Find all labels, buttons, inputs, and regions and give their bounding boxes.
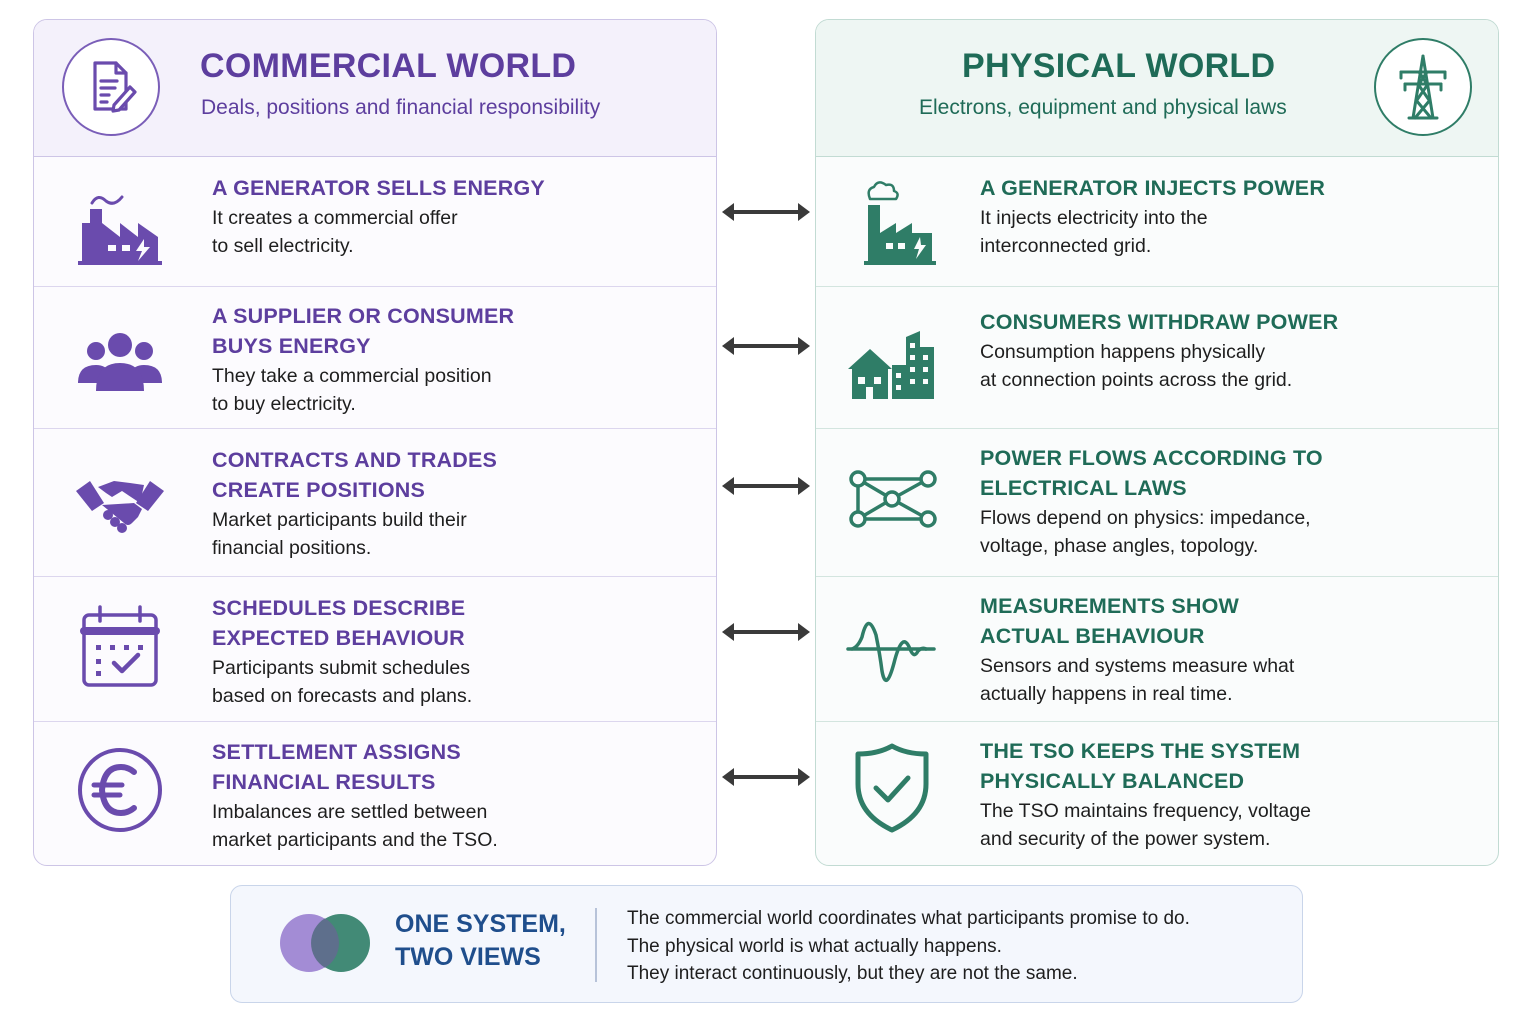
- handshake-icon: [72, 453, 168, 549]
- footer-title: ONE SYSTEM, TWO VIEWS: [395, 910, 566, 971]
- row-description: It injects electricity into the intercon…: [980, 207, 1208, 257]
- network-icon: [844, 455, 940, 551]
- commercial-title: COMMERCIAL WORLD: [200, 47, 577, 85]
- double-arrow-icon: [722, 337, 810, 355]
- footer-divider: [595, 908, 597, 982]
- calendar-check-icon: [72, 601, 168, 697]
- commercial-subtitle: Deals, positions and financial responsib…: [201, 96, 601, 119]
- row-description: Imbalances are settled between market pa…: [212, 801, 498, 851]
- summary-footer: ONE SYSTEM, TWO VIEWS The commercial wor…: [230, 885, 1303, 1003]
- transmission-tower-icon: [1374, 38, 1472, 136]
- factory-icon: [72, 175, 168, 271]
- double-arrow-icon: [722, 203, 810, 221]
- commercial-world-panel: COMMERCIAL WORLD Deals, positions and fi…: [33, 19, 717, 866]
- overlapping-circles-icon: [280, 914, 370, 972]
- row-description: Flows depend on physics: impedance, volt…: [980, 507, 1311, 557]
- physical-world-panel: PHYSICAL WORLD Electrons, equipment and …: [815, 19, 1499, 866]
- row-description: The TSO maintains frequency, voltage and…: [980, 800, 1311, 850]
- row-title: A GENERATOR SELLS ENERGY: [212, 176, 545, 200]
- row-description: Sensors and systems measure what actuall…: [980, 655, 1295, 705]
- buildings-icon: [844, 307, 940, 403]
- commercial-header: COMMERCIAL WORLD Deals, positions and fi…: [34, 20, 716, 157]
- row-description: Consumption happens physically at connec…: [980, 341, 1293, 391]
- row-description: They take a commercial position to buy e…: [212, 365, 492, 415]
- waveform-icon: [844, 601, 940, 697]
- footer-text: The commercial world coordinates what pa…: [627, 908, 1190, 984]
- document-pen-icon: [62, 38, 160, 136]
- double-arrow-icon: [722, 477, 810, 495]
- row-title: A GENERATOR INJECTS POWER: [980, 176, 1326, 200]
- people-group-icon: [72, 311, 168, 407]
- physical-row: CONSUMERS WITHDRAW POWER Consumption hap…: [816, 286, 1498, 428]
- power-plant-icon: [844, 175, 940, 271]
- row-title: CONSUMERS WITHDRAW POWER: [980, 310, 1339, 334]
- double-arrow-icon: [722, 623, 810, 641]
- row-description: It creates a commercial offer to sell el…: [212, 207, 458, 257]
- physical-row: A GENERATOR INJECTS POWER It injects ele…: [816, 157, 1498, 286]
- row-description: Market participants build their financia…: [212, 509, 467, 559]
- row-description: Participants submit schedules based on f…: [212, 657, 473, 707]
- physical-title: PHYSICAL WORLD: [962, 47, 1276, 85]
- physical-subtitle: Electrons, equipment and physical laws: [919, 96, 1287, 119]
- shield-check-icon: [844, 740, 940, 836]
- commercial-row: A GENERATOR SELLS ENERGY It creates a co…: [34, 157, 716, 286]
- double-arrow-icon: [722, 768, 810, 786]
- euro-icon: [72, 742, 168, 838]
- physical-header: PHYSICAL WORLD Electrons, equipment and …: [816, 20, 1498, 157]
